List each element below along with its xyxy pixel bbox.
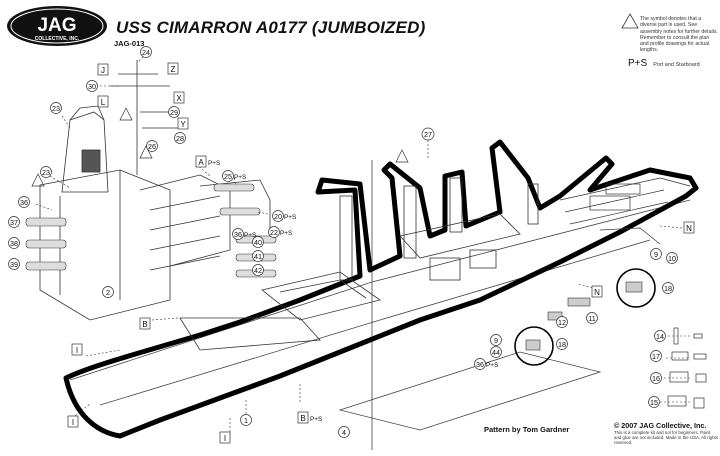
letter-Z: Z xyxy=(171,65,176,74)
callout-9b: 9 xyxy=(494,336,498,345)
ps-suffix-36: P+S xyxy=(244,232,256,239)
callout-12: 12 xyxy=(558,318,566,327)
callout-30: 30 xyxy=(88,82,96,91)
ps-key-symbol: P+S xyxy=(628,58,648,69)
letter-L: L xyxy=(101,98,106,107)
callout-23: 23 xyxy=(52,104,60,113)
callout-29: 29 xyxy=(170,108,178,117)
ps-suffix-36c: P+S xyxy=(486,362,498,369)
copyright-block: © 2007 JAG Collective, Inc. This is a co… xyxy=(614,421,718,446)
letter-B2: B xyxy=(300,414,305,423)
callout-36c: 36 xyxy=(476,360,484,369)
ship-outline xyxy=(63,139,699,439)
callout-4: 4 xyxy=(342,428,346,437)
ps-suffix-B: P+S xyxy=(310,416,322,423)
pattern-credit: Pattern by Tom Gardner xyxy=(484,425,570,434)
ps-suffix-A: P+S xyxy=(208,160,220,167)
note-triangle-icon xyxy=(621,13,639,29)
letter-I2: I xyxy=(224,434,226,443)
callout-41: 41 xyxy=(254,252,262,261)
ps-suffix-25: P+S xyxy=(234,174,246,181)
callout-36: 36 xyxy=(20,198,28,207)
ps-key-meaning: Port and Starboard xyxy=(653,62,700,68)
callout-1: 1 xyxy=(244,416,248,425)
kingposts xyxy=(339,177,539,281)
callout-24: 24 xyxy=(142,48,150,57)
callout-28: 28 xyxy=(176,134,184,143)
superstructure xyxy=(39,169,271,321)
copyright: © 2007 JAG Collective, Inc. xyxy=(614,421,707,430)
funnel xyxy=(61,105,109,193)
callout-42: 42 xyxy=(254,266,262,275)
hull-background xyxy=(69,160,691,450)
letter-A: A xyxy=(198,158,204,167)
bow-detail xyxy=(559,177,691,245)
logo-subtitle: COLLECTIVE, INC. xyxy=(35,36,80,42)
callout-18b: 18 xyxy=(558,340,566,349)
jag-logo: JAG COLLECTIVE, INC. xyxy=(7,6,107,46)
letter-J: J xyxy=(101,66,105,75)
letter-X: X xyxy=(176,94,182,103)
callout-36b: 36 xyxy=(234,230,242,239)
letter-Y: Y xyxy=(180,120,186,129)
letter-I3: I xyxy=(76,346,78,355)
callout-15: 15 xyxy=(650,398,658,407)
letter-N2: N xyxy=(594,288,600,297)
inset-parts xyxy=(525,281,643,351)
copyright-note: This is a complete kit and not for begin… xyxy=(614,430,718,446)
ps-key: P+S Port and Starboard xyxy=(628,58,700,69)
callout-9: 9 xyxy=(654,250,658,259)
side-parts xyxy=(25,183,277,278)
ps-suffix-20: P+S xyxy=(284,214,296,221)
callout-10: 10 xyxy=(668,254,676,263)
callout-25: 25 xyxy=(224,172,232,181)
detail-insets xyxy=(514,268,656,366)
callout-11: 11 xyxy=(588,314,595,323)
callout-circles xyxy=(8,46,678,438)
letter-B: B xyxy=(142,320,147,329)
callout-20: 20 xyxy=(274,212,282,221)
letter-labels: J Z L X Y A B B I I I N N xyxy=(72,65,692,443)
callout-2: 2 xyxy=(106,288,110,297)
model-code: JAG-013 xyxy=(114,39,145,48)
callout-17: 17 xyxy=(652,352,660,361)
callout-37: 37 xyxy=(10,218,18,227)
callout-16: 16 xyxy=(652,374,660,383)
ps-suffix-19: P+S xyxy=(280,230,292,237)
logo-brand: JAG xyxy=(37,15,76,36)
letter-boxes xyxy=(67,62,695,444)
symbol-note: The symbol denotes that a diverse part i… xyxy=(640,16,718,54)
callout-14: 14 xyxy=(656,332,664,341)
letter-I: I xyxy=(72,418,74,427)
callout-26: 26 xyxy=(148,142,156,151)
legend-icons xyxy=(667,327,707,409)
callout-39: 39 xyxy=(10,260,18,269)
callout-38: 38 xyxy=(10,239,18,248)
leader-lines xyxy=(35,53,690,436)
letter-N: N xyxy=(686,224,692,233)
ps-suffixes: P+S P+S P+S P+S P+S P+S P+S xyxy=(208,160,498,423)
page-title: USS CIMARRON A0177 (JUMBOIZED) xyxy=(116,18,426,37)
callout-19: 22 xyxy=(270,228,278,237)
callout-23b: 23 xyxy=(42,168,50,177)
callout-18: 18 xyxy=(664,284,672,293)
callout-27: 27 xyxy=(424,130,432,139)
diverse-part-markers xyxy=(31,107,409,187)
callout-44: 44 xyxy=(492,348,500,357)
callout-labels: 24 30 29 28 26 23 23 25 36 37 38 39 20 2… xyxy=(10,48,676,437)
callout-40: 40 xyxy=(254,238,262,247)
